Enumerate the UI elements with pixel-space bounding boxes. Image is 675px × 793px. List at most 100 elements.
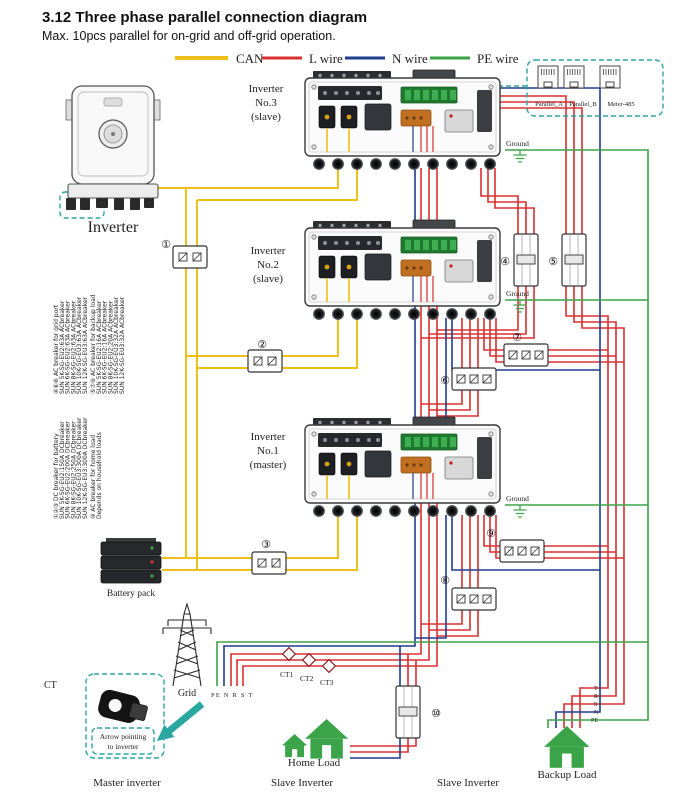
- ground-label-inv1: Ground: [506, 494, 529, 503]
- ct3-sensor-icon: [322, 659, 336, 673]
- svg-text:(slave): (slave): [253, 273, 283, 285]
- inverter-unit-3: [304, 69, 501, 171]
- svg-text:SUN 12K-SG-EU3:300A DCbreaker: SUN 12K-SG-EU3:300A DCbreaker: [82, 417, 89, 519]
- grid-label: Grid: [178, 688, 196, 699]
- ground-label-inv2: Ground: [506, 289, 529, 298]
- breaker-4-icon: [513, 233, 539, 287]
- svg-text:No.2: No.2: [257, 259, 279, 271]
- parallel-b-label: Parallel_B: [569, 101, 597, 108]
- ct2-sensor-icon: [302, 653, 316, 667]
- parallel-ports: [537, 65, 621, 89]
- inverter-unit-1: [304, 416, 501, 518]
- breaker-2-icon: [247, 349, 283, 373]
- marker-3: ③: [261, 538, 271, 551]
- breaker-markers: ① ② ③ ④ ⑤ ⑥ ⑦ ⑧ ⑨ ⑩: [161, 238, 558, 720]
- svg-text:R: R: [594, 694, 598, 700]
- svg-text:SUN 10K-SG-EU3:300A DCbreaker: SUN 10K-SG-EU3:300A DCbreaker: [76, 417, 83, 519]
- svg-text:N: N: [594, 710, 599, 716]
- home-breaker-notes: ⑩ AC breaker for home load Depends on ho…: [90, 432, 103, 519]
- l-wires: [230, 95, 625, 753]
- battery-breaker-notes: ①②③ DC breaker for battery SUN 5K-SG-EU2…: [53, 417, 89, 519]
- svg-text:T: T: [594, 686, 598, 692]
- backup-wire-labels: T R S N PE: [591, 686, 599, 724]
- slave-inverter-2-label: Slave Inverter: [271, 777, 333, 789]
- svg-text:SUN 6K-SG-EU2:200A DCbreaker: SUN 6K-SG-EU2:200A DCbreaker: [65, 421, 72, 519]
- ct1-label: CT1: [280, 670, 294, 679]
- inverter-1-label: Inverter No.1 (master): [250, 431, 287, 471]
- legend-can-label: CAN: [236, 51, 264, 66]
- ct2-label: CT2: [300, 674, 314, 683]
- svg-text:SUN 5K-SG-EU2:63A ACbreaker: SUN 5K-SG-EU2:63A ACbreaker: [59, 300, 66, 394]
- svg-text:Inverter: Inverter: [251, 431, 286, 443]
- svg-text:SUN 8K-SG-EU2:63A ACbreaker: SUN 8K-SG-EU2:63A ACbreaker: [70, 300, 77, 394]
- svg-text:SUN 6K-SG-EU2:16A ACbreaker: SUN 6K-SG-EU2:16A ACbreaker: [102, 300, 109, 394]
- svg-text:SUN 10K-SG-EU3:63A ACbreaker: SUN 10K-SG-EU3:63A ACbreaker: [76, 296, 83, 394]
- legend: CAN L wire N wire PE wire: [175, 51, 519, 66]
- marker-7: ⑦: [512, 331, 522, 344]
- svg-text:SUN 8K-SG-EU2:20A ACbreaker: SUN 8K-SG-EU2:20A ACbreaker: [107, 300, 114, 394]
- grid-breaker-notes: ④⑥⑧ AC breaker for grid port SUN 5K-SG-E…: [53, 296, 89, 394]
- svg-text:⑩ AC breaker for home load: ⑩ AC breaker for home load: [90, 435, 97, 519]
- pe-wires: [216, 149, 649, 728]
- master-inverter-label: Master inverter: [93, 777, 161, 789]
- svg-text:⑤⑦⑨ AC breaker for backup load: ⑤⑦⑨ AC breaker for backup load: [90, 294, 97, 394]
- inverter-3-label: Inverter No.3 (slave): [249, 83, 284, 123]
- inverter-2-label: Inverter No.2 (slave): [251, 245, 286, 285]
- inverter-product-label: Inverter: [88, 219, 139, 236]
- home-load-house-large-icon: [305, 719, 349, 759]
- breaker-5-icon: [561, 233, 587, 287]
- ct-note-box: [91, 727, 155, 755]
- svg-text:No.3: No.3: [255, 97, 277, 109]
- inverter-unit-2: [304, 219, 501, 321]
- inverter-product-image: [65, 85, 161, 210]
- ground-symbol-inv3: [512, 149, 528, 163]
- battery-pack-image: [100, 538, 162, 584]
- ct-box: [85, 673, 165, 759]
- ct3-label: CT3: [320, 678, 334, 687]
- page-subtitle: Max. 10pcs parallel for on-grid and off-…: [42, 29, 336, 43]
- marker-1: ①: [161, 238, 171, 251]
- svg-text:S: S: [594, 702, 597, 708]
- ct-note-line2: to inverter: [107, 742, 139, 751]
- legend-n-label: N wire: [392, 51, 428, 66]
- breaker-7-icon: [503, 343, 549, 367]
- backup-load-label: Backup Load: [538, 769, 597, 781]
- breaker-10-icon: [395, 685, 421, 739]
- marker-8: ⑧: [440, 574, 450, 587]
- ground-symbol-inv2: [512, 299, 528, 313]
- backup-breaker-notes: ⑤⑦⑨ AC breaker for backup load SUN 5K-SG…: [90, 294, 126, 394]
- breaker-1-icon: [172, 245, 208, 269]
- home-load-house-small-icon: [282, 734, 308, 758]
- svg-text:Inverter: Inverter: [249, 83, 284, 95]
- svg-text:④⑥⑧ AC breaker for grid port: ④⑥⑧ AC breaker for grid port: [53, 304, 60, 394]
- ct1-sensor-icon: [282, 647, 296, 661]
- svg-text:Depends on household loads: Depends on household loads: [96, 432, 103, 519]
- parallel-port-box: [526, 59, 664, 117]
- svg-text:No.1: No.1: [257, 445, 279, 457]
- legend-l-label: L wire: [309, 51, 343, 66]
- svg-text:PE: PE: [591, 718, 598, 724]
- marker-2: ②: [257, 338, 267, 351]
- parallel-a-label: Parallel_A: [535, 101, 563, 108]
- svg-text:SUN 12K-SG-EU3:32A ACbreaker: SUN 12K-SG-EU3:32A ACbreaker: [119, 296, 126, 394]
- ct-clamp-icon: [98, 689, 148, 723]
- slave-inverter-3-label: Slave Inverter: [437, 777, 499, 789]
- battery-pack-label: Battery pack: [107, 589, 156, 599]
- grid-wire-labels: PE N R S T: [211, 692, 254, 699]
- svg-text:SUN 6K-SG-EU2:63A ACbreaker: SUN 6K-SG-EU2:63A ACbreaker: [65, 300, 72, 394]
- svg-text:Inverter: Inverter: [251, 245, 286, 257]
- breaker-8-icon: [451, 587, 497, 611]
- legend-pe-label: PE wire: [477, 51, 519, 66]
- ct-arrow: [157, 701, 205, 741]
- marker-10: ⑩: [431, 707, 441, 720]
- parallel-b-port-icon: [563, 65, 585, 89]
- backup-load-house-icon: [544, 726, 590, 768]
- svg-text:(master): (master): [250, 459, 287, 471]
- meter-485-port-icon: [599, 65, 621, 89]
- breaker-6-icon: [451, 367, 497, 391]
- parallel-a-port-icon: [537, 65, 559, 89]
- svg-text:SUN 8K-SG-EU2:250A DCbreaker: SUN 8K-SG-EU2:250A DCbreaker: [70, 421, 77, 519]
- ground-label-inv3: Ground: [506, 139, 529, 148]
- marker-5: ⑤: [548, 255, 558, 268]
